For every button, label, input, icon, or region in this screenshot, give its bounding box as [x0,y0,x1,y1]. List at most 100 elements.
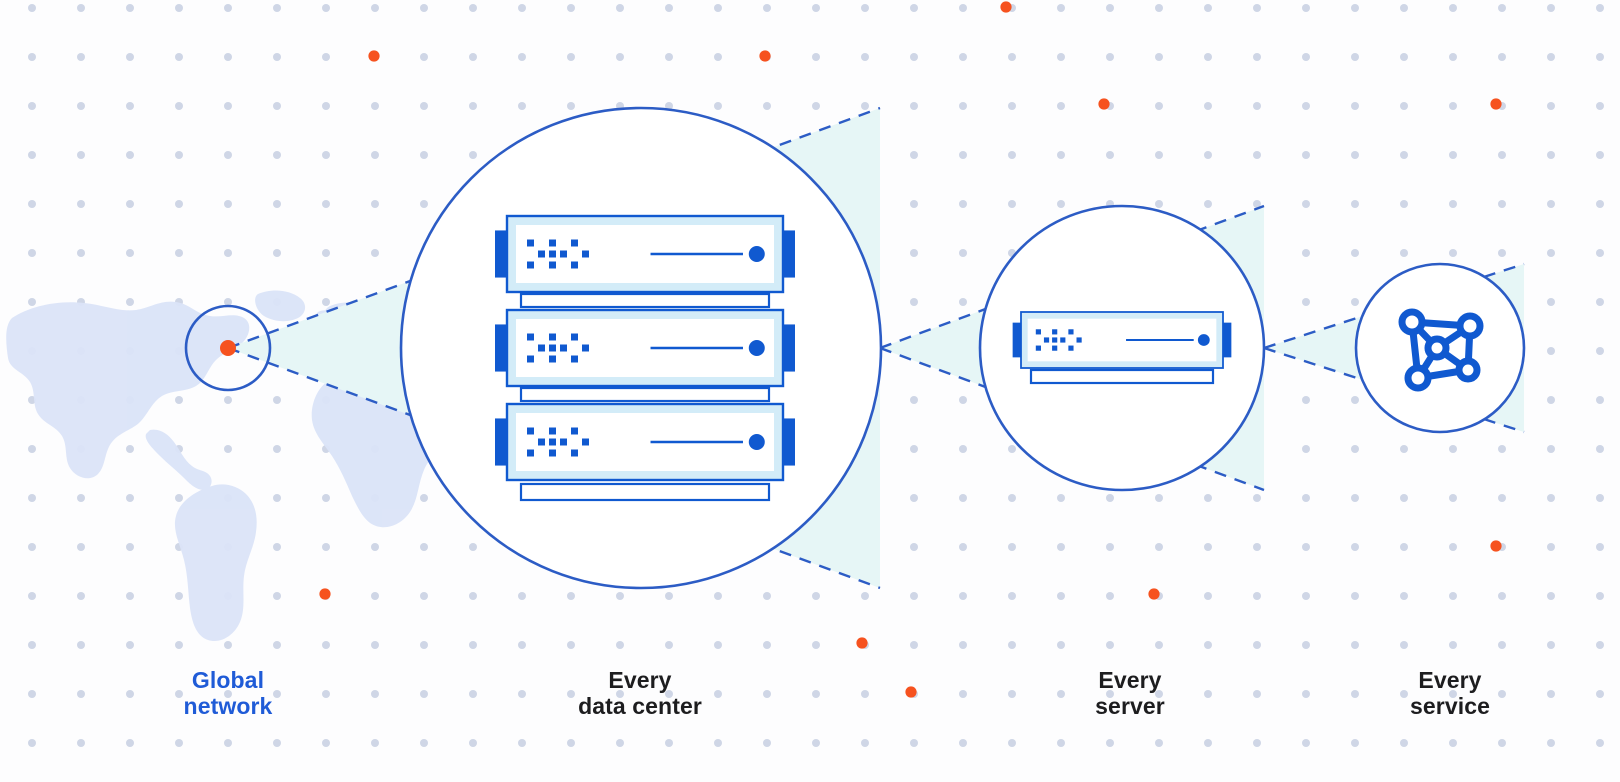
grid-accent-dot [319,588,331,600]
grid-dot [861,102,869,110]
grid-dot [224,445,232,453]
grid-dot [126,151,134,159]
grid-dot [1449,739,1457,747]
grid-dot [28,690,36,698]
grid-dot [1547,494,1555,502]
grid-dot [224,102,232,110]
grid-dot [518,53,526,61]
grid-dot [1008,151,1016,159]
grid-dot [175,739,183,747]
status-led [571,449,578,457]
status-led [549,250,556,258]
grid-dot [1057,151,1065,159]
grid-dot [959,151,967,159]
grid-dot [1596,102,1604,110]
grid-dot [1253,102,1261,110]
grid-dot [1253,690,1261,698]
grid-dot [1400,592,1408,600]
rack-base-plate [519,482,771,502]
grid-dot [371,690,379,698]
grid-dot [420,4,428,12]
grid-dot [1204,739,1212,747]
grid-dot [1155,494,1163,502]
rack-unit-connector [519,386,771,403]
grid-accent-dot [905,686,917,698]
grid-dot [1204,151,1212,159]
grid-dot [1302,641,1310,649]
grid-dot [1400,739,1408,747]
grid-dot [1351,4,1359,12]
grid-dot [126,298,134,306]
grid-dot [371,102,379,110]
grid-dot [714,53,722,61]
grid-dot [1596,53,1604,61]
grid-dot [371,641,379,649]
grid-dot [1351,739,1359,747]
grid-dot [616,641,624,649]
grid-dot [1057,543,1065,551]
grid-dot [469,543,477,551]
grid-dot [1302,396,1310,404]
grid-dot [1400,200,1408,208]
grid-dot [175,53,183,61]
status-led [1068,345,1074,351]
grid-dot [763,4,771,12]
grid-dot [420,641,428,649]
grid-accent-dot [1148,588,1160,600]
status-led [582,250,589,258]
grid-dot [1057,494,1065,502]
grid-dot [224,298,232,306]
status-led [560,344,567,352]
grid-dot [1351,102,1359,110]
stage-label-global-network: Global network [183,667,273,719]
grid-dot [126,592,134,600]
rack-unit-connector [519,292,771,309]
grid-dot [1596,690,1604,698]
status-led [1068,329,1074,335]
grid-dot [1547,543,1555,551]
grid-dot [1008,739,1016,747]
grid-dot [126,494,134,502]
grid-dot [1204,4,1212,12]
grid-dot [273,445,281,453]
grid-dot [959,298,967,306]
grid-dot [224,4,232,12]
grid-dot [1253,200,1261,208]
network-node [1455,357,1481,383]
grid-dot [959,53,967,61]
grid-dot [1400,641,1408,649]
grid-dot [910,4,918,12]
grid-dot [812,641,820,649]
grid-dot [1498,739,1506,747]
grid-dot [273,690,281,698]
grid-dot [1008,592,1016,600]
grid-dot [1498,200,1506,208]
grid-dot [1008,690,1016,698]
grid-dot [1106,53,1114,61]
grid-dot [1547,396,1555,404]
grid-dot [28,641,36,649]
status-led [549,449,556,457]
grid-dot [1253,543,1261,551]
grid-dot [1351,445,1359,453]
status-led [1052,345,1058,351]
grid-dot [322,249,330,257]
grid-dot [1596,151,1604,159]
grid-dot [812,739,820,747]
grid-dot [567,102,575,110]
grid-dot [322,53,330,61]
grid-dot [322,739,330,747]
grid-dot [77,151,85,159]
grid-dot [126,543,134,551]
grid-dot [371,543,379,551]
grid-dot [1155,739,1163,747]
grid-dot [469,739,477,747]
grid-dot [1498,690,1506,698]
grid-dot [1302,249,1310,257]
grid-dot [469,151,477,159]
grid-dot [1008,102,1016,110]
status-led [1052,329,1058,335]
grid-dot [175,4,183,12]
